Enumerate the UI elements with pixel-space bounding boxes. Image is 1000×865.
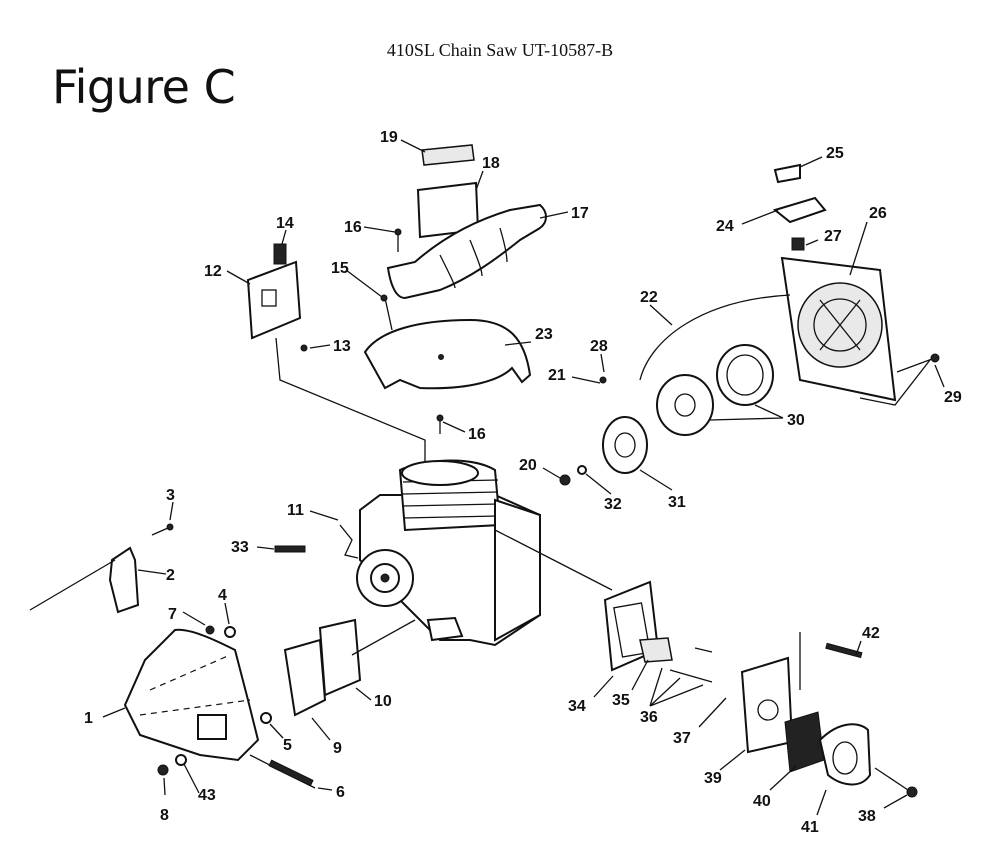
- figure-label: Figure C: [52, 60, 236, 114]
- callout-28: 28: [590, 338, 608, 355]
- callout-5: 5: [283, 737, 292, 754]
- callout-29: 29: [944, 389, 962, 406]
- diagram-title: 410SL Chain Saw UT-10587-B: [386, 40, 614, 60]
- guard-2: [108, 546, 140, 614]
- pulley-30b: [656, 374, 714, 436]
- callout-36: 36: [640, 709, 658, 726]
- screw-3: [166, 523, 174, 531]
- filter-cover-41: [818, 723, 872, 786]
- screw-13: [300, 344, 308, 352]
- nut-7: [205, 625, 215, 635]
- callout-37: 37: [673, 730, 691, 747]
- handle-24: [772, 196, 827, 224]
- callout-8: 8: [160, 807, 169, 824]
- callout-23: 23: [535, 326, 553, 343]
- callout-19: 19: [380, 129, 398, 146]
- callout-12: 12: [204, 263, 222, 280]
- callout-2: 2: [166, 567, 175, 584]
- starter-assembly: [559, 163, 940, 486]
- callout-30: 30: [787, 412, 805, 429]
- callout-25: 25: [826, 145, 844, 162]
- callout-18: 18: [482, 155, 500, 172]
- callout-32: 32: [604, 496, 622, 513]
- callout-11: 11: [287, 502, 304, 519]
- switch-plate-assembly: [246, 243, 426, 470]
- nut-20: [559, 474, 571, 486]
- callout-22: 22: [640, 289, 658, 306]
- bolt-6: [268, 759, 314, 787]
- bolt-33: [274, 545, 306, 553]
- insert-25: [773, 163, 801, 184]
- callout-15: 15: [331, 260, 349, 277]
- callout-21: 21: [548, 367, 566, 384]
- right-lower-parts: [494, 529, 918, 798]
- rope-22: [639, 294, 791, 381]
- callout-7: 7: [168, 606, 177, 623]
- carburetor-39: [740, 656, 794, 754]
- callout-9: 9: [333, 740, 342, 757]
- washer-32: [577, 465, 587, 475]
- switch-14: [273, 243, 287, 265]
- side-cover-1: [123, 628, 260, 762]
- cylinder-cover-23: [363, 318, 532, 390]
- filter-40: [784, 711, 825, 773]
- nut-8: [157, 764, 169, 776]
- callout-10: 10: [374, 693, 392, 710]
- plate-12: [246, 260, 302, 340]
- nut-5: [260, 712, 272, 724]
- callout-3: 3: [166, 487, 175, 504]
- callout-42: 42: [862, 625, 880, 642]
- callout-20: 20: [519, 457, 537, 474]
- callout-14: 14: [276, 215, 294, 232]
- bushing-27: [791, 237, 805, 251]
- top-cover-assembly: [363, 144, 547, 434]
- cover-window: [197, 714, 227, 740]
- callout-24: 24: [716, 218, 734, 235]
- callouts: 1 2 3 4 5 6 7 8 9 10 11 12 13 14 15 16 1…: [84, 129, 962, 836]
- handle-cover-17: [386, 203, 547, 300]
- callout-31: 31: [668, 494, 686, 511]
- callout-6: 6: [336, 784, 345, 801]
- pawl-flywheel-31: [602, 416, 648, 474]
- washer-43: [175, 754, 187, 766]
- callout-39: 39: [704, 770, 722, 787]
- spring-30a: [716, 344, 774, 406]
- callout-17: 17: [571, 205, 589, 222]
- callout-16b: 16: [468, 426, 486, 443]
- leader-lines: [102, 139, 945, 816]
- engine-block: [356, 459, 541, 647]
- washer-4: [224, 626, 236, 638]
- callout-34: 34: [568, 698, 586, 715]
- screw-29: [930, 353, 940, 363]
- callout-35: 35: [612, 692, 630, 709]
- screw-38: [906, 786, 918, 798]
- left-side-parts: [29, 523, 416, 789]
- washer-28: [599, 376, 607, 384]
- plate-9: [283, 638, 327, 717]
- plate-10: [318, 618, 362, 697]
- label-19: [421, 144, 475, 166]
- callout-41: 41: [801, 819, 819, 836]
- callout-43: 43: [198, 787, 216, 804]
- callout-16a: 16: [344, 219, 362, 236]
- callout-40: 40: [753, 793, 771, 810]
- callout-38: 38: [858, 808, 876, 825]
- callout-1: 1: [84, 710, 93, 727]
- screw-42: [825, 642, 863, 659]
- callout-4: 4: [218, 587, 227, 604]
- callout-27: 27: [824, 228, 842, 245]
- callout-26: 26: [869, 205, 887, 222]
- part-35: [639, 637, 673, 663]
- callout-13: 13: [333, 338, 351, 355]
- callout-33: 33: [231, 539, 249, 556]
